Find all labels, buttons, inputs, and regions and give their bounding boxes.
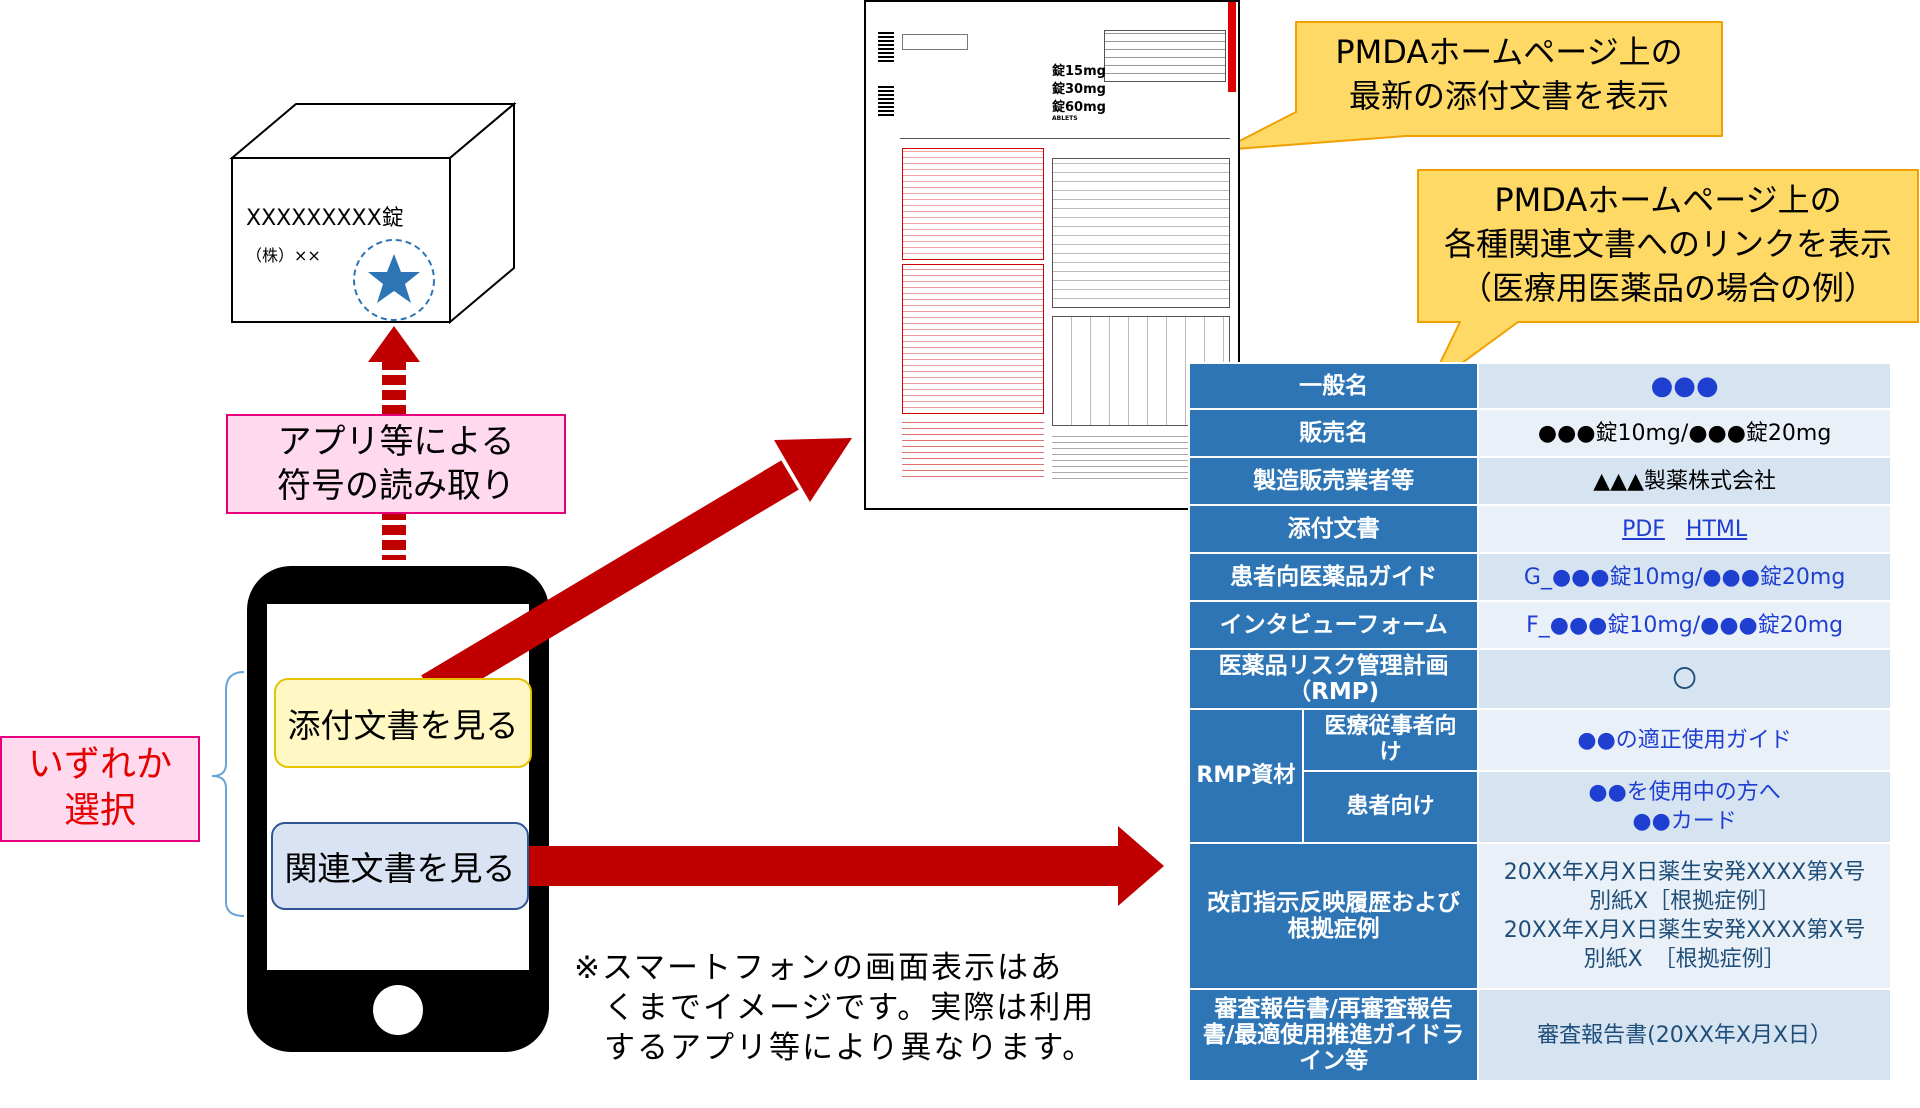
precaution-text <box>902 422 1044 482</box>
medicine-package-box <box>229 101 517 325</box>
selection-brace <box>211 671 245 917</box>
callout-latest-insert: PMDAホームページ上の 最新の添付文書を表示 <box>1296 30 1722 118</box>
review-header-line-2: 書/最適使用推進ガイドラ <box>1202 1022 1465 1048</box>
package-insert-header: 添付文書 <box>1187 504 1480 554</box>
table-row: インタビューフォーム F_●●●錠10mg/●●●錠20mg <box>1187 600 1892 650</box>
strength-30mg: 錠30mg <box>1052 82 1106 97</box>
code-star-icon <box>353 239 435 321</box>
rmp-value[interactable]: 〇 <box>1477 648 1892 710</box>
related-docs-table: 一般名 ●●● 販売名 ●●●錠10mg/●●●錠20mg 製造販売業者等 ▲▲… <box>1187 362 1892 1082</box>
brand-name-header: 販売名 <box>1187 408 1480 458</box>
red-marker-bar <box>1228 2 1236 92</box>
review-report-link[interactable]: 審査報告書(20XX年X月X日） <box>1477 988 1892 1082</box>
rmp-header: 医薬品リスク管理計画 （RMP) <box>1187 648 1480 710</box>
review-header-line-1: 審査報告書/再審査報告 <box>1214 996 1453 1022</box>
rmp-header-line-2: （RMP) <box>1288 679 1380 705</box>
callout-related-line-2: 各種関連文書へのリンクを表示 <box>1443 225 1892 263</box>
strength-15mg: 錠15mg <box>1052 64 1106 79</box>
callout-related-line-1: PMDAホームページ上の <box>1494 181 1842 219</box>
callout-related-links-bubble <box>1417 169 1919 389</box>
strength-60mg: 錠60mg <box>1052 100 1106 115</box>
composition-table <box>1052 158 1230 308</box>
package-insert-document: 錠15mg 錠30mg 錠60mg ABLETS <box>864 0 1240 510</box>
note-line-3: するアプリ等により異なります。 <box>604 1030 1096 1066</box>
manufacturer-value: ▲▲▲製薬株式会社 <box>1477 456 1892 506</box>
table-row: 一般名 ●●● <box>1187 362 1892 410</box>
package-insert-html-link[interactable]: HTML <box>1685 516 1748 542</box>
choose-one-label: いずれか 選択 <box>0 736 200 842</box>
rmp-header-line-1: 医薬品リスク管理計画 <box>1218 653 1449 679</box>
patient-card-line-2: ●●カード <box>1632 809 1737 834</box>
table-row: 販売名 ●●●錠10mg/●●●錠20mg <box>1187 408 1892 458</box>
table-row: 医薬品リスク管理計画 （RMP) 〇 <box>1187 648 1892 710</box>
contraindication-box <box>902 264 1044 414</box>
callout-latest-insert-bubble <box>1221 21 1723 151</box>
read-code-label: アプリ等による 符号の読み取り <box>226 414 566 514</box>
patient-card-link[interactable]: ●●を使用中の方へ ●●カード <box>1477 770 1892 844</box>
review-header-line-3: イン等 <box>1299 1048 1369 1074</box>
arrow-to-package-insert <box>421 438 852 705</box>
callout-related-links: PMDAホームページ上の 各種関連文書へのリンクを表示 （医療用医薬品の場合の例… <box>1418 178 1918 310</box>
review-report-header: 審査報告書/再審査報告 書/最適使用推進ガイドラ イン等 <box>1187 988 1480 1082</box>
note-line-2: くまでイメージです。実際は利用 <box>604 990 1096 1026</box>
for-patients-header: 患者向け <box>1301 770 1480 844</box>
for-professionals-header: 医療従事者向 け <box>1301 708 1480 772</box>
arrow-to-related-docs <box>528 826 1164 906</box>
revision-header-line-2: 根拠症例 <box>1287 916 1380 942</box>
professional-guide-link[interactable]: ●●の適正使用ガイド <box>1477 708 1892 772</box>
package-product-name: XXXXXXXXX錠 <box>246 206 404 231</box>
approval-info-table <box>1104 30 1226 82</box>
revision-line-1: 20XX年X月X日薬生安発XXXX第X号 <box>1503 860 1866 885</box>
callout-latest-line-2: 最新の添付文書を表示 <box>1348 77 1669 115</box>
choose-one-line-2: 選択 <box>63 790 136 831</box>
revision-header-line-1: 改訂指示反映履歴および <box>1207 890 1461 916</box>
for-professionals-line-2: け <box>1379 740 1402 765</box>
table-row: 患者向け ●●を使用中の方へ ●●カード <box>1189 770 1892 844</box>
revision-history-links[interactable]: 20XX年X月X日薬生安発XXXX第X号 別紙X［根拠症例］ 20XX年X月X日… <box>1477 842 1892 990</box>
generic-name-value: ●●● <box>1477 362 1892 410</box>
callout-latest-line-1: PMDAホームページ上の <box>1335 33 1683 71</box>
revision-line-4: 別紙X ［根拠症例］ <box>1583 947 1786 972</box>
patient-guide-header: 患者向医薬品ガイド <box>1187 552 1480 602</box>
table-row: 改訂指示反映履歴および 根拠症例 20XX年X月X日薬生安発XXXX第X号 別紙… <box>1187 842 1892 990</box>
table-row: 審査報告書/再審査報告 書/最適使用推進ガイドラ イン等 審査報告書(20XX年… <box>1187 988 1892 1082</box>
rmp-materials-header: RMP資材 <box>1188 708 1304 844</box>
read-code-line-1: アプリ等による <box>277 422 515 462</box>
interview-form-header: インタビューフォーム <box>1187 600 1480 650</box>
barcode-icon <box>878 32 894 62</box>
table-row: RMP資材 医療従事者向 け ●●の適正使用ガイド <box>1188 708 1892 844</box>
choose-one-line-1: いずれか <box>27 744 172 785</box>
generic-name-header: 一般名 <box>1187 362 1480 410</box>
read-code-line-2: 符号の読み取り <box>277 466 515 506</box>
tablets-label: ABLETS <box>1052 115 1078 122</box>
interview-form-link[interactable]: F_●●●錠10mg/●●●錠20mg <box>1477 600 1892 650</box>
brand-name-value: ●●●錠10mg/●●●錠20mg <box>1477 408 1892 458</box>
revision-line-2: 別紙X［根拠症例］ <box>1589 889 1781 914</box>
warning-box <box>902 148 1044 260</box>
storage-info-box <box>902 34 968 50</box>
doc-divider <box>900 138 1230 139</box>
view-package-insert-button[interactable]: 添付文書を見る <box>274 678 532 768</box>
revision-line-3: 20XX年X月X日薬生安発XXXX第X号 <box>1503 918 1866 943</box>
patient-card-line-1: ●●を使用中の方へ <box>1588 780 1781 805</box>
for-professionals-line-1: 医療従事者向 <box>1324 714 1457 739</box>
table-row: 患者向医薬品ガイド G_●●●錠10mg/●●●錠20mg <box>1187 552 1892 602</box>
table-row: 製造販売業者等 ▲▲▲製薬株式会社 <box>1187 456 1892 506</box>
barcode-icon-2 <box>878 86 894 116</box>
callout-related-line-3: （医療用医薬品の場合の例） <box>1459 269 1876 307</box>
revision-history-header: 改訂指示反映履歴および 根拠症例 <box>1187 842 1480 990</box>
smartphone-note: ※スマートフォンの画面表示はあ くまでイメージです。実際は利用 するアプリ等によ… <box>574 948 1174 1068</box>
package-maker-name: （株）×× <box>246 246 321 265</box>
package-insert-links: PDF HTML <box>1477 504 1892 554</box>
table-row: 添付文書 PDF HTML <box>1187 504 1892 554</box>
package-insert-pdf-link[interactable]: PDF <box>1622 516 1665 542</box>
manufacturer-header: 製造販売業者等 <box>1187 456 1480 506</box>
note-line-1: ※スマートフォンの画面表示はあ <box>574 950 1064 986</box>
patient-guide-link[interactable]: G_●●●錠10mg/●●●錠20mg <box>1477 552 1892 602</box>
view-related-docs-button[interactable]: 関連文書を見る <box>271 822 529 910</box>
